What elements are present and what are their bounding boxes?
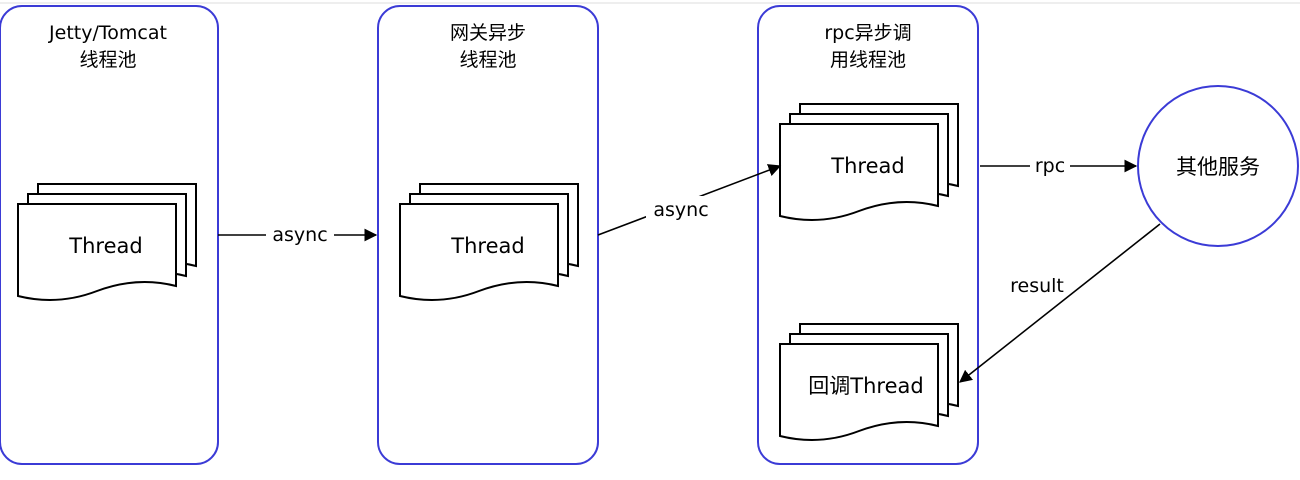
service-circle (1137, 85, 1299, 247)
pool-title-line2: 线程池 (459, 49, 516, 71)
edge-label-bg (1030, 154, 1070, 178)
thread-stack-pool1: Thread (17, 183, 197, 301)
pool-title-line1: Jetty/Tomcat (48, 22, 167, 44)
thread-label: Thread (68, 234, 142, 258)
edge-result: result (958, 223, 1161, 383)
service-label: 其他服务 (1176, 155, 1260, 179)
thread-stack-pool3-main: Thread (779, 103, 959, 221)
pool-title-line1: 网关异步 (450, 22, 526, 44)
thread-stack-pool2: Thread (399, 183, 579, 301)
arrow-line (958, 223, 1161, 383)
edge-async-2: async (597, 164, 782, 236)
edge-label: rpc (1035, 155, 1065, 177)
pool-title-line1: rpc异步调 (824, 22, 911, 44)
edge-label-bg (646, 196, 718, 222)
edge-label-bg (266, 223, 334, 247)
pool-title-line2: 线程池 (79, 49, 136, 71)
thread-label: Thread (450, 234, 524, 258)
thread-label: Thread (830, 154, 904, 178)
thread-label: 回调Thread (808, 374, 923, 398)
pool-title-line2: 用线程池 (830, 49, 906, 71)
external-service-node: 其他服务 (1137, 85, 1299, 247)
edge-rpc: rpc (980, 154, 1138, 178)
edge-async-1: async (218, 223, 378, 247)
edge-label: async (653, 199, 708, 221)
edge-label: result (1010, 275, 1064, 297)
thread-stack-pool3-callback: 回调Thread (779, 323, 959, 441)
edge-label: async (272, 224, 327, 246)
